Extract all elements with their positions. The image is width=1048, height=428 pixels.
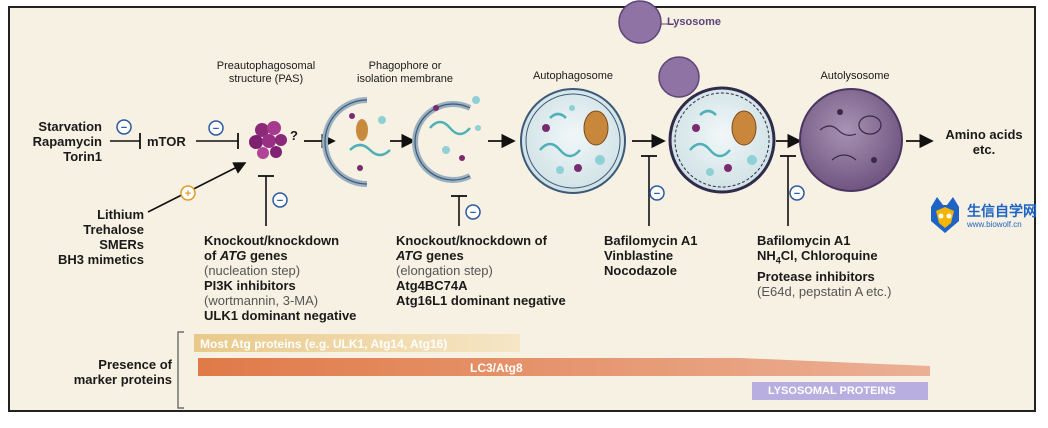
phagophore-label: Phagophore or isolation membrane (357, 60, 453, 85)
inducer-trehalose: Trehalose (83, 222, 144, 237)
markers-title: Presence of marker proteins (73, 357, 172, 387)
pas-cluster-icon (249, 121, 287, 159)
phagophore-icon (322, 97, 391, 187)
marker-bar-lysosomal (752, 382, 928, 400)
svg-text:−: − (213, 123, 219, 135)
marker-bar-lc3-label: LC3/Atg8 (470, 361, 523, 375)
marker-bar-atg-proteins (194, 334, 520, 352)
minus-sign-icon: − (465, 204, 481, 220)
inducer-bh3-mimetics: BH3 mimetics (58, 252, 144, 267)
svg-text:+: + (185, 188, 191, 200)
marker-bar-lysosomal-label: LYSOSOMAL PROTEINS (768, 385, 896, 397)
watermark-url: www.biowolf.cn (967, 220, 1022, 229)
fusing-autophagosome-icon (668, 86, 776, 194)
pas-label: Preautophagosomal structure (PAS) (216, 60, 316, 85)
minus-sign-icon: − (272, 192, 288, 208)
activator-starvation: Starvation (38, 119, 102, 134)
autolysosome-icon (799, 88, 903, 192)
minus-sign-icon: − (789, 185, 805, 201)
minus-sign-icon: − (208, 120, 224, 136)
svg-text:−: − (277, 195, 283, 207)
inducers-arrow (147, 162, 247, 213)
marker-bar-lc3 (198, 358, 930, 376)
figure-frame (8, 6, 1036, 412)
nucleation-inhibitors: Knockout/knockdown of ATG genes (nucleat… (204, 233, 357, 323)
mtor-label: mTOR (147, 134, 186, 149)
inducer-lithium: Lithium (97, 207, 144, 222)
lysosome-icon (618, 0, 700, 98)
elongation-inhibitors: Knockout/knockdown of ATG genes (elongat… (396, 233, 566, 308)
autophagosome-icon (520, 88, 626, 194)
watermark-logo: 生信自学网 www.biowolf.cn (925, 195, 1043, 235)
activators-list: Starvation Rapamycin Torin1 (22, 119, 102, 164)
watermark-cn: 生信自学网 (967, 203, 1037, 219)
inducers-list: Lithium Trehalose SMERs BH3 mimetics (40, 207, 144, 267)
minus-sign-icon: − (649, 185, 665, 201)
svg-text:−: − (654, 188, 660, 200)
svg-text:−: − (121, 122, 127, 134)
inducer-smers: SMERs (99, 237, 144, 252)
marker-bracket (177, 331, 184, 409)
output-label: Amino acids etc. (945, 127, 1023, 157)
activator-torin1: Torin1 (63, 149, 102, 164)
marker-bar-atg-label: Most Atg proteins (e.g. ULK1, Atg14, Atg… (200, 337, 448, 351)
wolf-logo-icon (931, 197, 959, 233)
svg-text:−: − (794, 188, 800, 200)
degradation-inhibitors: Bafilomycin A1 NH4Cl, Chloroquine Protea… (757, 233, 892, 299)
activator-rapamycin: Rapamycin (32, 134, 102, 149)
isolation-membrane-icon (412, 96, 481, 183)
autophagosome-label: Autophagosome (532, 70, 614, 82)
fusion-inhibitors: Bafilomycin A1 Vinblastine Nocodazole (604, 233, 698, 278)
autolysosome-label: Autolysosome (820, 70, 890, 82)
minus-sign-icon: − (116, 119, 132, 135)
svg-text:−: − (470, 207, 476, 219)
plus-sign-icon: + (180, 185, 196, 201)
question-mark: ? (290, 128, 298, 143)
lysosome-label: Lysosome (667, 16, 722, 28)
